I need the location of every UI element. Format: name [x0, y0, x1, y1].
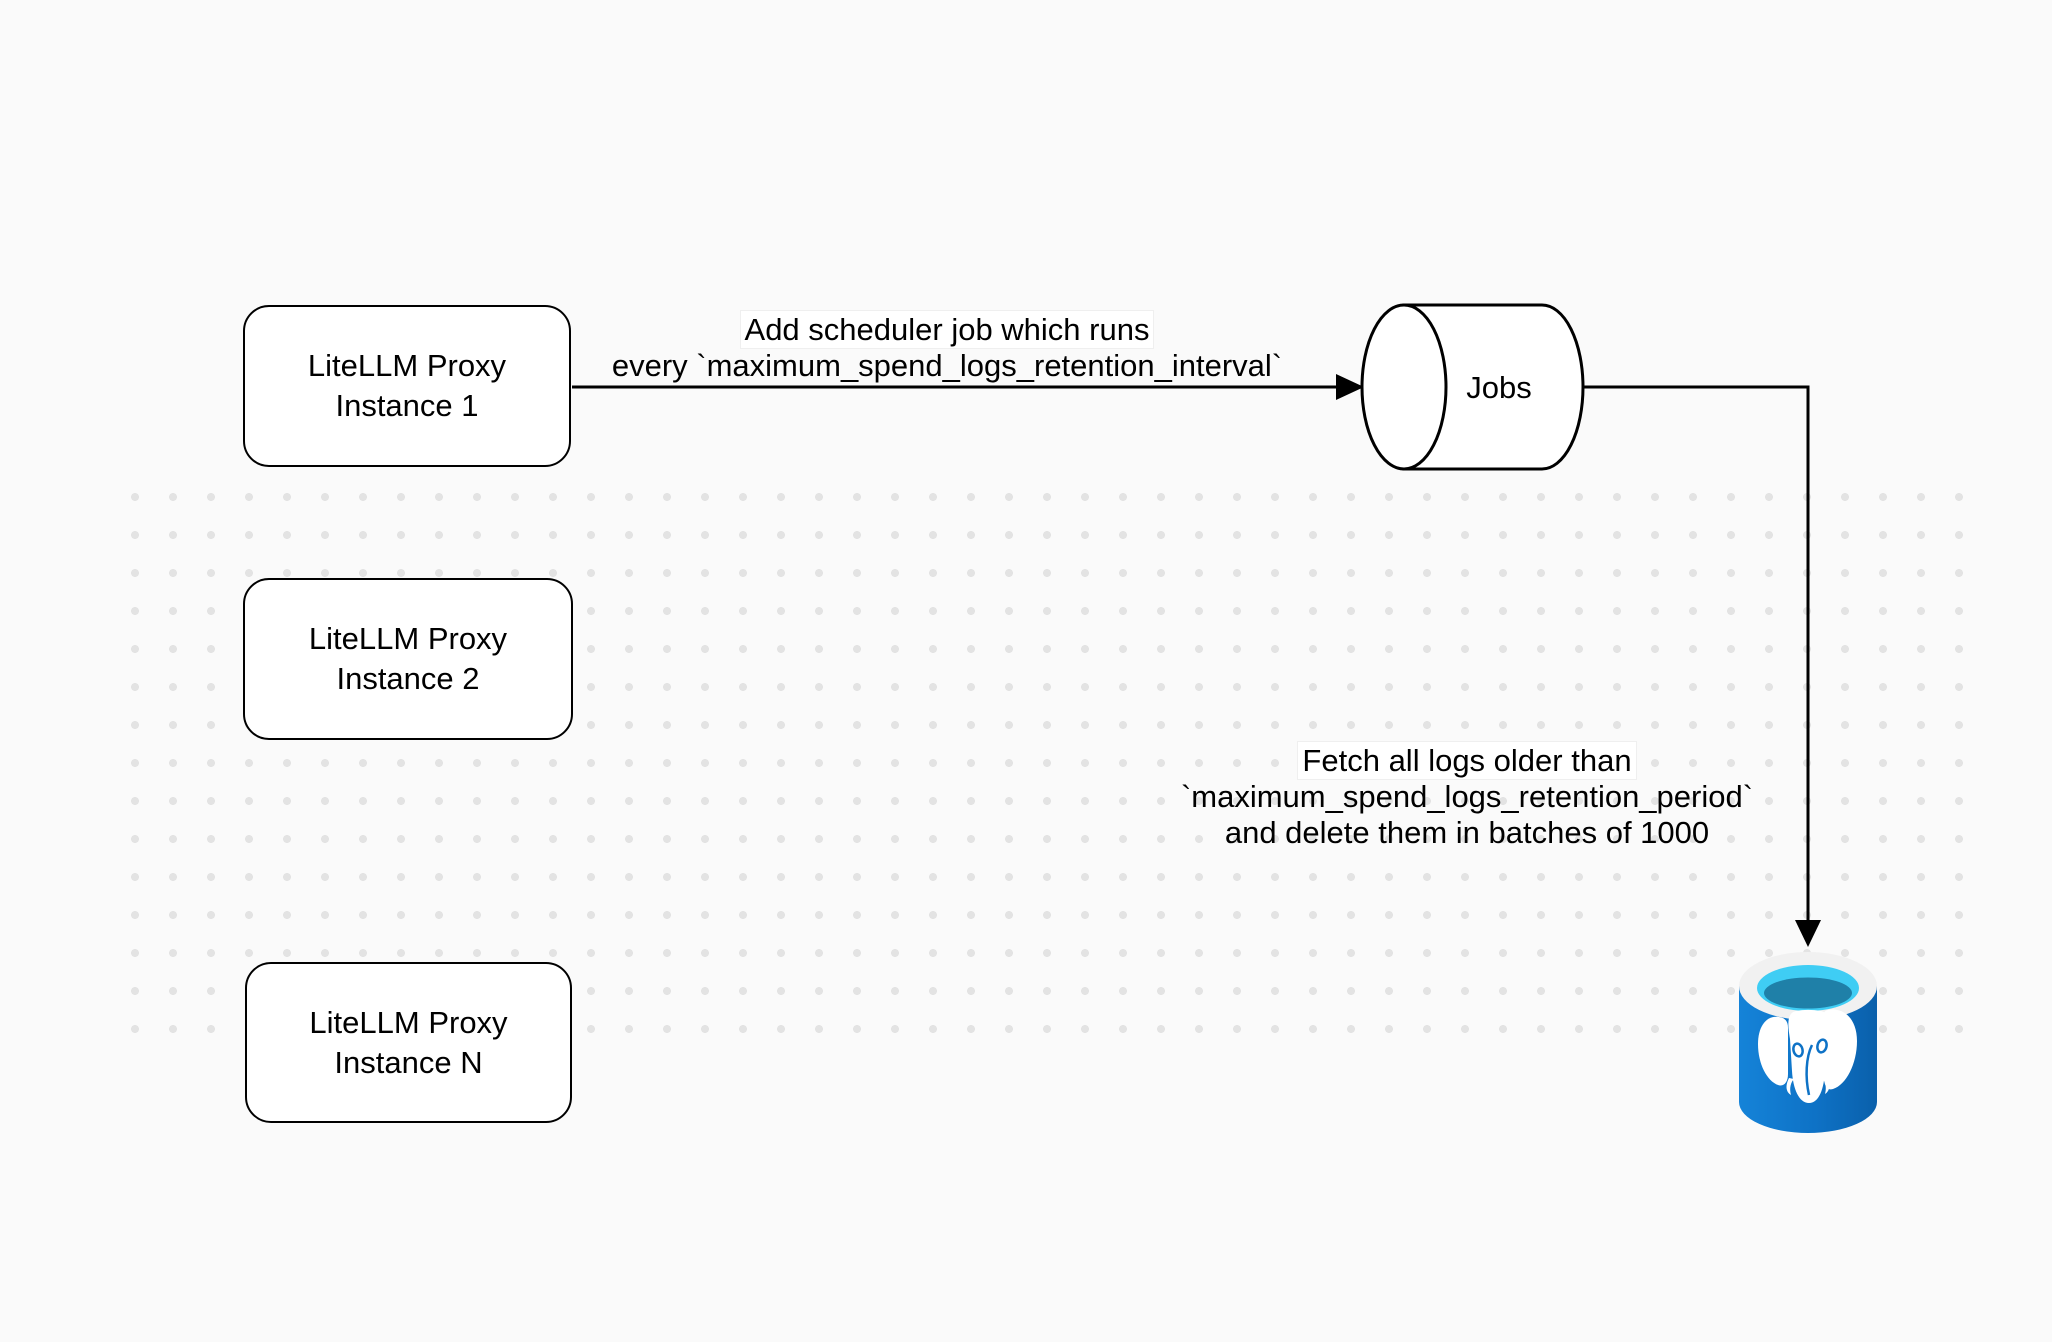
edge-label-line: Fetch all logs older than — [1298, 742, 1636, 779]
edge-label-add-scheduler-job: Add scheduler job which runs every `maxi… — [597, 311, 1297, 384]
edge-add-scheduler-job — [572, 374, 1364, 400]
dot-grid-background — [116, 478, 1978, 1048]
node-label: LiteLLM Proxy Instance 1 — [307, 348, 507, 423]
edge-label-fetch-and-delete: Fetch all logs older than `maximum_spend… — [1147, 742, 1787, 851]
node-litellm-proxy-instance-2: LiteLLM Proxy Instance 2 — [243, 578, 573, 740]
node-label: LiteLLM Proxy Instance 2 — [308, 621, 508, 696]
edge-label-line: `maximum_spend_logs_retention_period` — [1180, 779, 1754, 814]
edge-label-line: and delete them in batches of 1000 — [1224, 815, 1710, 850]
node-litellm-proxy-instance-n: LiteLLM Proxy Instance N — [245, 962, 572, 1123]
arrowhead-down-icon — [1795, 920, 1821, 947]
postgresql-database-icon — [1739, 952, 1877, 1133]
postgres-elephant-icon — [1758, 1009, 1857, 1103]
edge-fetch-and-delete — [1583, 385, 1821, 947]
arrowhead-right-icon — [1336, 374, 1364, 400]
node-label: LiteLLM Proxy Instance N — [309, 1004, 508, 1080]
jobs-queue-node — [1360, 303, 1585, 471]
edge-label-line: Add scheduler job which runs — [740, 311, 1154, 348]
node-litellm-proxy-instance-1: LiteLLM Proxy Instance 1 — [243, 305, 571, 467]
jobs-node-label: Jobs — [1466, 370, 1532, 405]
edge-label-line: every `maximum_spend_logs_retention_inte… — [611, 348, 1283, 383]
